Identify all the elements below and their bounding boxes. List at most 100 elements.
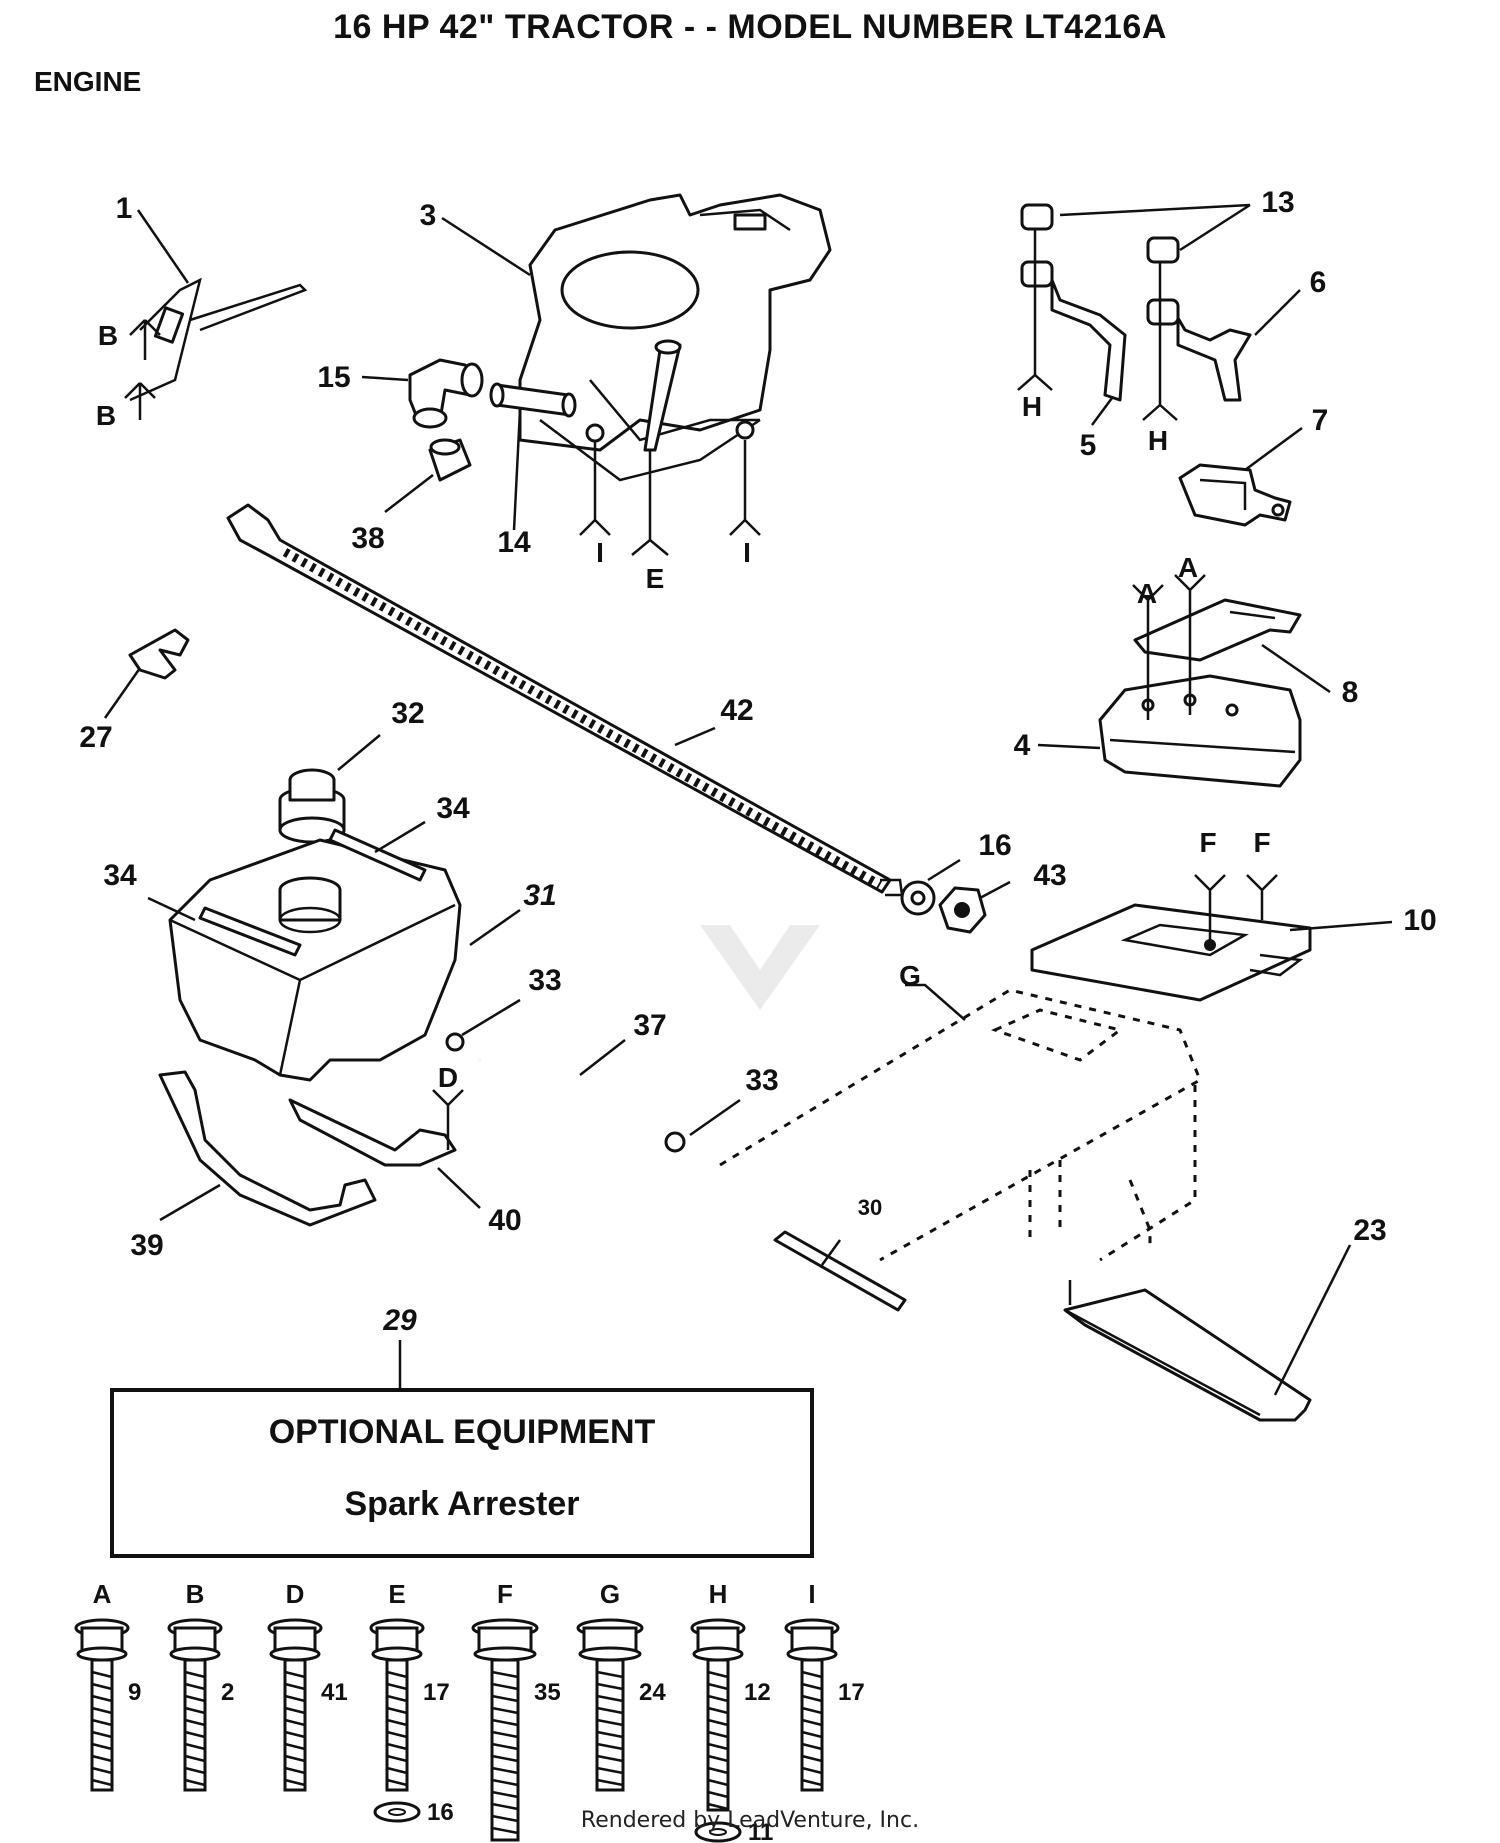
fastener-legend: A9B2D41E1716F3536G24H1211I17 — [74, 1579, 865, 1843]
callout-30: 30 — [858, 1195, 882, 1220]
render-credit: Rendered by LeadVenture, Inc. — [580, 1808, 920, 1833]
part-33-clamp-bottom[interactable] — [664, 1131, 686, 1153]
part-16-lock-washer[interactable] — [900, 880, 936, 916]
callout-1: 1 — [116, 192, 133, 225]
ref-f1: F — [1194, 827, 1226, 945]
callout-15: 15 — [317, 361, 350, 394]
fastener-f[interactable]: F3536 — [471, 1579, 562, 1843]
svg-text:A: A — [1178, 552, 1198, 583]
svg-text:B: B — [96, 400, 116, 431]
fastener-part-number: 17 — [838, 1679, 865, 1706]
part-31-fuel-tank[interactable] — [168, 828, 462, 1082]
fastener-letter: E — [388, 1579, 405, 1609]
fastener-g[interactable]: G24 — [576, 1579, 666, 1792]
ref-g1: G — [899, 960, 966, 1021]
callout-27: 27 — [79, 721, 112, 754]
part-42-dipstick-tube[interactable] — [226, 503, 904, 897]
ref-h2: H — [1142, 262, 1178, 456]
svg-text:G: G — [899, 960, 921, 991]
svg-text:A: A — [1137, 578, 1157, 609]
part-27-clip[interactable] — [128, 628, 190, 680]
ref-h1: H — [1017, 230, 1053, 422]
part-37-fuel-hose[interactable] — [478, 1058, 672, 1141]
callout-40: 40 — [488, 1204, 521, 1237]
part-6-fuel-line[interactable] — [1176, 316, 1252, 402]
fastener-part-number: 9 — [128, 1679, 141, 1706]
ref-a2: A — [1174, 552, 1206, 715]
callout-42: 42 — [720, 694, 753, 727]
fastener-part-number: 12 — [744, 1679, 771, 1706]
part-7-clip[interactable] — [1178, 463, 1292, 527]
callout-34-left: 34 — [103, 859, 137, 892]
callout-3: 3 — [420, 199, 437, 232]
optional-equipment-item: Spark Arrester — [345, 1485, 580, 1523]
fastener-b[interactable]: B2 — [167, 1579, 234, 1792]
chassis-frame-reference — [719, 988, 1202, 1262]
svg-text:F: F — [1253, 827, 1270, 858]
svg-text:D: D — [438, 1062, 458, 1093]
fastener-e[interactable]: E 17 16 — [369, 1579, 454, 1826]
ref-i2: I — [729, 440, 761, 568]
callout-38: 38 — [351, 522, 384, 555]
diagram-title: 16 HP 42" TRACTOR - - MODEL NUMBER LT421… — [333, 8, 1167, 46]
callout-32: 32 — [391, 697, 424, 730]
part-23-channel[interactable] — [1063, 1280, 1312, 1422]
part-30-strip[interactable] — [773, 1230, 907, 1312]
optional-equipment-box — [110, 1388, 814, 1558]
callout-4: 4 — [1014, 729, 1031, 762]
part-13-clamp-right[interactable] — [1146, 236, 1180, 326]
callout-14: 14 — [497, 526, 531, 559]
watermark-logo-icon — [700, 925, 820, 1010]
svg-text:H: H — [1148, 425, 1168, 456]
part-10-shield[interactable] — [1030, 903, 1312, 1002]
fastener-part-number: 41 — [321, 1679, 348, 1706]
fastener-i[interactable]: I 17 — [784, 1579, 865, 1792]
fastener-a[interactable]: A9 — [74, 1579, 141, 1792]
callout-10: 10 — [1403, 904, 1436, 937]
fastener-letter: F — [497, 1579, 513, 1609]
part-15-elbow[interactable] — [408, 358, 484, 429]
part-13-clamp-left[interactable] — [1020, 203, 1054, 288]
ref-i1: I — [579, 440, 611, 568]
callout-7: 7 — [1312, 404, 1329, 437]
callout-29: 29 — [382, 1304, 417, 1337]
ref-f2: F — [1246, 827, 1278, 920]
ref-a1: A — [1132, 578, 1164, 720]
callout-16: 16 — [978, 829, 1011, 862]
part-5-fuel-line[interactable] — [1050, 278, 1127, 402]
fastener-letter: I — [808, 1579, 815, 1609]
ref-b2: B — [96, 382, 156, 431]
callout-13: 13 — [1261, 186, 1294, 219]
callout-39: 39 — [130, 1229, 163, 1262]
svg-text:H: H — [1022, 391, 1042, 422]
part-4-muffler[interactable] — [1098, 674, 1302, 788]
part-3-engine[interactable] — [518, 193, 832, 482]
svg-text:I: I — [596, 537, 604, 568]
part-39-tank-bracket[interactable] — [158, 1070, 457, 1227]
optional-equipment-heading: OPTIONAL EQUIPMENT — [269, 1413, 656, 1451]
fastener-d[interactable]: D 41 — [267, 1579, 348, 1792]
callout-6: 6 — [1310, 266, 1327, 299]
part-43-nut[interactable] — [938, 886, 987, 934]
fastener-part-number: 17 — [423, 1679, 450, 1706]
fastener-letter: G — [600, 1579, 620, 1609]
part-32-fuel-cap[interactable] — [278, 768, 346, 844]
part-38-plug[interactable] — [428, 438, 472, 482]
part-1-bracket[interactable] — [129, 277, 308, 402]
callout-31: 31 — [523, 879, 556, 912]
part-33-clamp-top[interactable] — [445, 1032, 465, 1052]
callout-43: 43 — [1033, 859, 1066, 892]
washer-part-number: 16 — [427, 1799, 454, 1826]
ref-e1: E — [631, 450, 669, 594]
part-8-plate[interactable] — [1133, 598, 1302, 662]
callout-33-top: 33 — [528, 964, 561, 997]
ref-b1: B — [98, 319, 161, 360]
fastener-letter: A — [93, 1579, 112, 1609]
part-14-tube[interactable] — [489, 382, 577, 418]
fastener-letter: D — [286, 1579, 305, 1609]
callout-33-bottom: 33 — [745, 1064, 778, 1097]
fastener-letter: H — [709, 1579, 728, 1609]
